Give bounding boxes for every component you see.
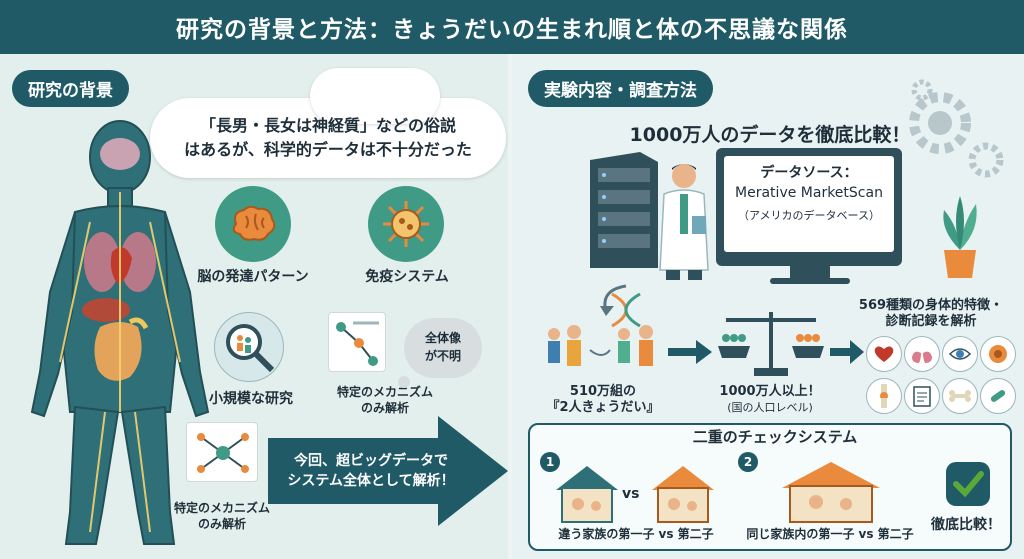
knee-icon: [866, 378, 902, 414]
big-arrow-icon: [268, 416, 508, 526]
section-label-methods: 実験内容・調査方法: [528, 70, 713, 107]
magnifier-icon: [214, 312, 284, 382]
server-icon: [590, 152, 658, 268]
monitor-line-1: データソース：: [760, 165, 858, 181]
brain-icon: [215, 186, 291, 262]
down-arrow-icon: [600, 284, 627, 316]
scale-line-1: 1000万人以上！: [719, 384, 821, 399]
arrow-line-1: 今回、超ビッグデータで: [294, 453, 448, 469]
thorough-label: 徹底比較！: [931, 517, 1001, 533]
house-icon-2: [652, 466, 714, 523]
check-2-caption: 同じ家族内の第一子 vs 第二子: [746, 527, 914, 541]
bone-icon: [942, 378, 978, 414]
single-house-icon: [782, 462, 880, 523]
bottom-mechanism-label-2: のみ解析: [197, 517, 246, 531]
mechanism-label-2: のみ解析: [360, 401, 409, 415]
bottom-mechanism-label-1: 特定のメカニズム: [173, 501, 270, 515]
virus-icon: [368, 186, 444, 262]
brain-label: 脳の発達パターン: [197, 269, 309, 285]
monitor-screen: [724, 156, 894, 252]
thought-bubble: [404, 318, 482, 378]
plant-icon: [943, 196, 977, 278]
dna-icon: [611, 292, 641, 328]
traits-line-1: 569種類の身体的特徴・: [858, 298, 1004, 313]
check-2-badge: 2: [738, 452, 758, 472]
title-bar: 研究の背景と方法：きょうだいの生まれ順と体の不思議な関係: [0, 0, 1024, 54]
balance-scale-icon: [718, 312, 824, 376]
gears-icon: [909, 79, 1004, 178]
heart-icon: [866, 336, 902, 372]
cloud-line-1: 「長男・長女は神経質」などの俗説: [199, 116, 456, 135]
pairs-line-2: 『2人きょうだい』: [546, 400, 660, 415]
section-label-background: 研究の背景: [12, 70, 129, 107]
traits-line-2: 診断記録を解析: [885, 314, 977, 329]
arrow-right-icon-2: [830, 340, 864, 364]
vs-label-1: vs: [622, 486, 640, 502]
clipboard-icon: [904, 378, 940, 414]
mechanism-card: [328, 312, 386, 372]
brain-organ: [100, 138, 140, 170]
eye-icon: [942, 336, 978, 372]
thought-line-2: が不明: [424, 349, 461, 363]
monitor-line-2: Merative MarketScan: [735, 185, 883, 201]
headline: 1000万人のデータを徹底比較！: [629, 124, 911, 146]
immune-label: 免疫システム: [365, 269, 449, 285]
thought-line-1: 全体像: [424, 331, 461, 345]
page-title: 研究の背景と方法：きょうだいの生まれ順と体の不思議な関係: [176, 17, 848, 43]
arrow-right-icon: [668, 340, 712, 364]
check-1-caption: 違う家族の第一子 vs 第二子: [558, 527, 714, 541]
cell-icon: [980, 336, 1016, 372]
cloud-line-2: はあるが、科学的データは不十分だった: [184, 140, 472, 159]
network-card: [186, 422, 258, 482]
sibling-pairs-icon: [548, 325, 653, 366]
checkmark-icon: [946, 462, 990, 506]
arrow-line-2: システム全体として解析！: [287, 473, 455, 489]
scale-line-2: (国の人口レベル): [727, 401, 813, 414]
human-body-figure: [30, 120, 210, 545]
monitor-line-3: （アメリカのデータベース）: [738, 209, 880, 222]
lungs-icon: [904, 336, 940, 372]
pills-icon: [980, 378, 1016, 414]
small-study-label: 小規模な研究: [209, 391, 293, 407]
house-icon: [556, 466, 618, 523]
mechanism-label-1: 特定のメカニズム: [336, 385, 433, 399]
check-title: 二重のチェックシステム: [690, 426, 860, 447]
pairs-line-1: 510万組の: [569, 384, 637, 399]
myth-cloud-top: [310, 68, 440, 124]
researcher-icon: [659, 164, 709, 280]
check-1-badge: 1: [540, 452, 560, 472]
